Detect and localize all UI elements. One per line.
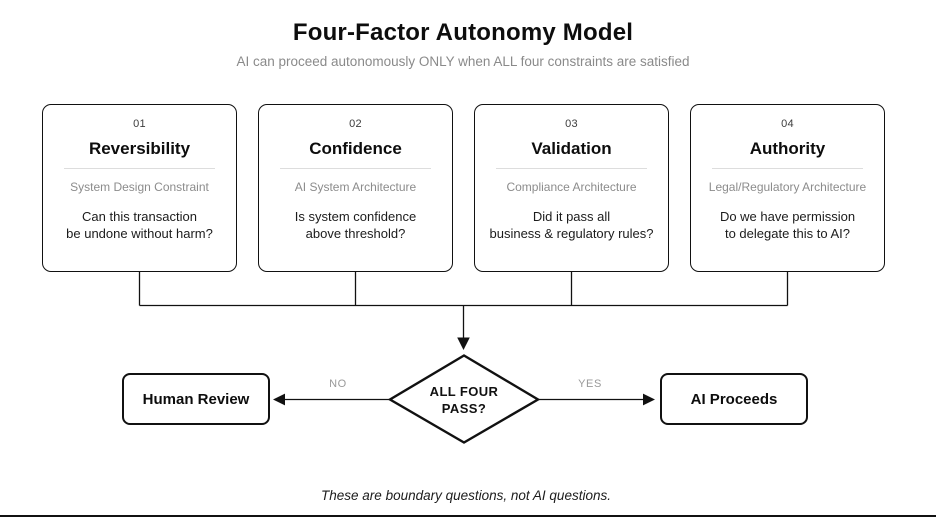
yes-branch-label: YES <box>578 378 602 390</box>
human-review-label: Human Review <box>142 390 250 408</box>
factor-question: Did it pass all business & regulatory ru… <box>475 208 668 242</box>
decision-diamond-label: ALL FOUR PASS? <box>390 383 538 417</box>
factor-card-authority: 04 Authority Legal/Regulatory Architectu… <box>690 104 885 272</box>
factor-card-confidence: 02 Confidence AI System Architecture Is … <box>258 104 453 272</box>
down-arrowhead <box>457 337 470 350</box>
factor-number: 04 <box>781 118 794 130</box>
human-review-box: Human Review <box>122 373 270 425</box>
ai-proceeds-box: AI Proceeds <box>660 373 808 425</box>
card-divider <box>64 168 215 169</box>
factor-name: Validation <box>531 139 612 158</box>
factor-question-line-2: be undone without harm? <box>66 226 213 241</box>
factor-number: 02 <box>349 118 362 130</box>
factor-question: Do we have permission to delegate this t… <box>691 208 884 242</box>
factor-question: Can this transaction be undone without h… <box>43 208 236 242</box>
factor-number: 01 <box>133 118 146 130</box>
factor-question-line-1: Do we have permission <box>719 209 856 224</box>
factor-category: System Design Constraint <box>70 180 209 194</box>
factor-category: Compliance Architecture <box>506 180 637 194</box>
decision-label-line-2: PASS? <box>441 401 487 416</box>
right-arrowhead <box>643 393 655 406</box>
factor-number: 03 <box>565 118 578 130</box>
left-arrowhead <box>273 393 285 406</box>
page-subtitle: AI can proceed autonomously ONLY when AL… <box>236 54 690 69</box>
factor-card-reversibility: 01 Reversibility System Design Constrain… <box>42 104 237 272</box>
factor-name: Reversibility <box>88 139 191 158</box>
decision-diamond-shape <box>387 354 541 444</box>
factor-category: Legal/Regulatory Architecture <box>708 180 867 194</box>
factor-question-line-1: Can this transaction <box>82 209 197 224</box>
page-title: Four-Factor Autonomy Model <box>292 19 634 46</box>
ai-proceeds-label: AI Proceeds <box>690 390 778 408</box>
card-divider <box>280 168 431 169</box>
bottom-border-rule <box>0 515 936 517</box>
card-divider <box>496 168 647 169</box>
factor-question-line-1: Is system confidence <box>294 209 417 224</box>
factor-question-line-2: above threshold? <box>305 226 406 241</box>
factor-question-line-2: business & regulatory rules? <box>489 226 654 241</box>
no-branch-label: NO <box>329 378 347 390</box>
factor-question-line-2: to delegate this to AI? <box>724 226 851 241</box>
footer-caption: These are boundary questions, not AI que… <box>321 488 611 503</box>
factor-card-validation: 03 Validation Compliance Architecture Di… <box>474 104 669 272</box>
factor-name: Authority <box>749 139 826 158</box>
factor-question-line-1: Did it pass all <box>532 209 611 224</box>
card-divider <box>712 168 863 169</box>
factor-category: AI System Architecture <box>294 180 417 194</box>
decision-label-line-1: ALL FOUR <box>429 384 499 399</box>
factor-question: Is system confidence above threshold? <box>259 208 452 242</box>
factor-name: Confidence <box>309 139 402 158</box>
